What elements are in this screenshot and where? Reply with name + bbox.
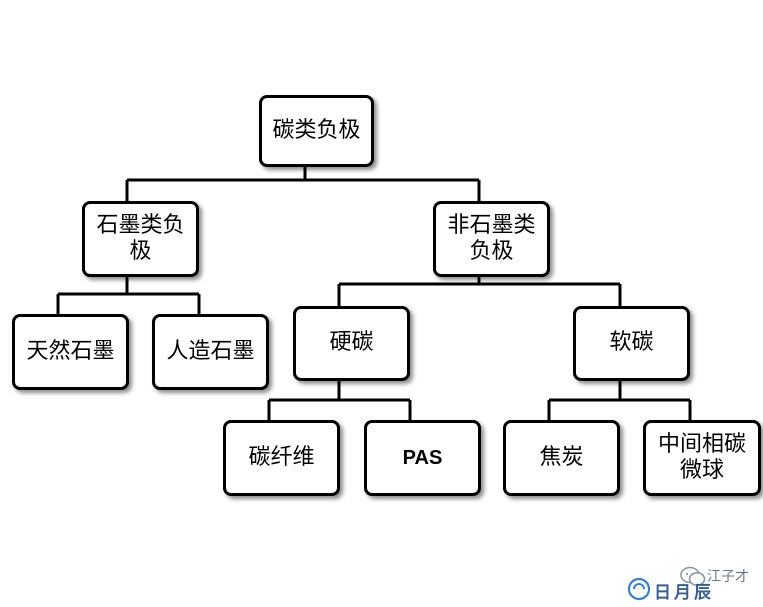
node-artificial-graphite-label: 人造石墨 <box>166 338 255 364</box>
watermark-brand: 日月辰 <box>654 583 714 603</box>
node-artificial-graphite: 人造石墨 <box>152 314 269 390</box>
node-non-graphite: 非石墨类负极 <box>433 201 550 277</box>
node-coke-label: 焦炭 <box>539 444 584 470</box>
brand-logo-icon <box>627 577 651 601</box>
node-mcmb: 中间相碳微球 <box>643 420 761 496</box>
node-carbon-fiber: 碳纤维 <box>223 420 340 496</box>
node-soft-carbon: 软碳 <box>573 306 690 381</box>
node-hard-carbon-label: 硬碳 <box>329 330 374 356</box>
node-graphite-label: 石墨类负极 <box>96 212 185 264</box>
node-hard-carbon: 硬碳 <box>293 306 410 381</box>
node-natural-graphite-label: 天然石墨 <box>26 338 115 364</box>
node-soft-carbon-label: 软碳 <box>609 330 654 356</box>
node-pas-label: PAS <box>402 447 443 469</box>
node-graphite: 石墨类负极 <box>82 201 199 277</box>
node-mcmb-label: 中间相碳微球 <box>657 431 746 483</box>
node-non-graphite-label: 非石墨类负极 <box>447 212 536 264</box>
node-root-label: 碳类负极 <box>272 117 361 143</box>
watermark-author: 江子才 <box>707 569 749 585</box>
wechat-icon <box>680 566 706 586</box>
node-root: 碳类负极 <box>259 95 374 167</box>
node-coke: 焦炭 <box>503 420 620 496</box>
node-carbon-fiber-label: 碳纤维 <box>248 444 315 470</box>
node-natural-graphite: 天然石墨 <box>12 314 129 390</box>
node-pas: PAS <box>364 420 481 496</box>
